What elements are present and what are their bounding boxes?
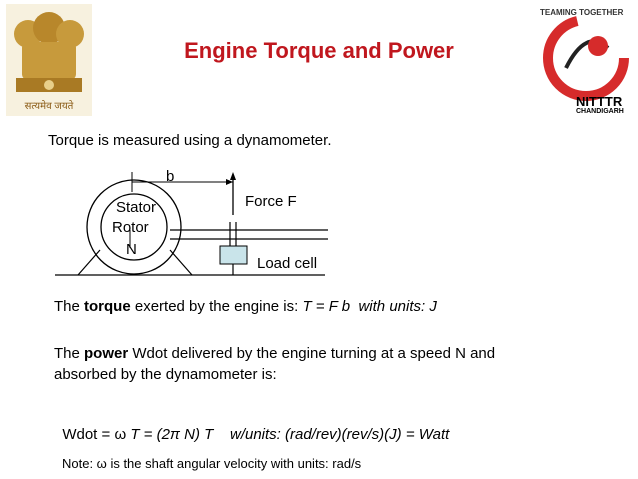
torque-line: The torque exerted by the engine is: T =… (54, 298, 437, 315)
speed-label: N (126, 241, 137, 258)
national-emblem-logo: सत्यमेव जयते (6, 4, 92, 116)
torque-formula: T = F b (302, 298, 351, 315)
wdot-lhs: Wdot = (62, 426, 115, 443)
slide-title: Engine Torque and Power (184, 38, 454, 63)
power-rest-1: Wdot delivered by the engine turning at … (128, 345, 496, 362)
stator-label: Stator (116, 199, 157, 216)
emblem-icon (6, 4, 92, 116)
torque-rest: exerted by the engine is: (130, 298, 303, 315)
intro-text: Torque is measured using a dynamometer. (48, 132, 332, 149)
nitttr-name: NITTTR (576, 94, 623, 109)
emblem-motto: सत्यमेव जयते (24, 101, 74, 112)
wdot-formula: T = (2π N) T (126, 426, 214, 443)
power-line-2: absorbed by the dynamometer is: (54, 366, 277, 383)
load-cell-label: Load cell (257, 255, 318, 272)
wdot-units: w/units: (rad/rev)(rev/s)(J) = Watt (213, 426, 450, 443)
nitttr-logo: TEAMING TOGETHER NITTTR CHANDIGARH (536, 8, 636, 118)
torque-prefix: The (54, 298, 85, 315)
nitttr-swirl-icon (543, 15, 629, 101)
power-prefix: The (54, 345, 85, 362)
wdot-line: Wdot = ω T = (2π N) T w/units: (rad/rev)… (54, 409, 449, 443)
torque-bold: torque (84, 298, 131, 315)
rotor-label: Rotor (112, 219, 149, 236)
force-label: Force F (245, 193, 297, 210)
omega-symbol: ω (114, 426, 127, 443)
power-line-1: The power Wdot delivered by the engine t… (54, 345, 495, 362)
load-cell-box (219, 245, 248, 265)
nitttr-city: CHANDIGARH (576, 108, 624, 115)
nitttr-ring-text: TEAMING TOGETHER (540, 8, 624, 17)
torque-units: with units: J (350, 298, 437, 315)
note-text: Note: ω is the shaft angular velocity wi… (62, 456, 362, 471)
power-bold: power (84, 345, 129, 362)
dimension-b-label: b (166, 168, 175, 185)
